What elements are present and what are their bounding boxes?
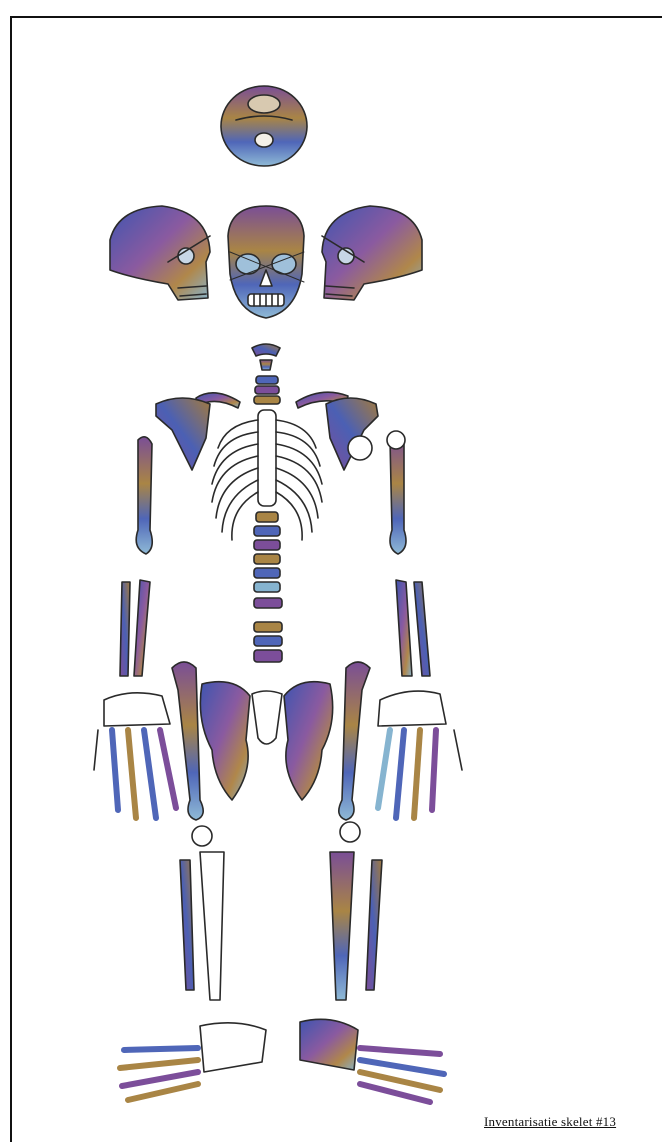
femur-right	[339, 662, 370, 820]
foot-right	[300, 1019, 444, 1102]
cervical-vertebrae	[254, 376, 280, 404]
hand-left	[94, 693, 176, 818]
patella-right	[340, 822, 360, 842]
pelvis	[200, 682, 332, 800]
femur-left	[172, 662, 203, 820]
skull-lateral-left	[110, 206, 210, 300]
lower-leg-right	[330, 852, 382, 1000]
sheet-caption: Inventarisatie skelet #13	[484, 1114, 616, 1130]
skull-lateral-right	[322, 206, 422, 300]
foot-left	[120, 1023, 266, 1100]
patella-left	[192, 826, 212, 846]
lower-leg-left	[180, 852, 224, 1000]
lumbar-vertebrae	[254, 512, 282, 662]
scapula-left	[156, 398, 210, 470]
hand-right	[378, 691, 462, 818]
hyoid	[252, 344, 280, 370]
skull-base-view	[221, 86, 307, 166]
glenoid-right	[348, 436, 372, 460]
scapula-right	[326, 398, 378, 470]
humerus-right	[390, 437, 406, 554]
skull-frontal	[228, 206, 304, 318]
humerus-left	[136, 437, 152, 554]
forearm-right	[396, 580, 430, 676]
forearm-left	[120, 580, 150, 676]
